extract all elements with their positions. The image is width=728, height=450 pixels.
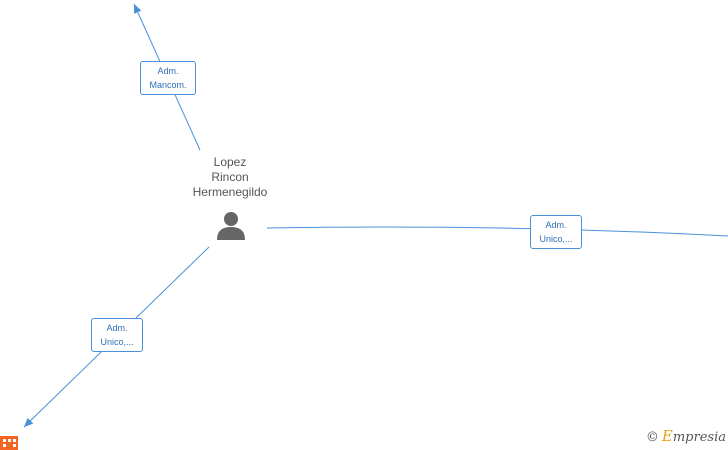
relation-label-mancom[interactable]: Adm. Mancom.	[140, 61, 196, 95]
relation-label-unico-left[interactable]: Adm. Unico,...	[91, 318, 143, 352]
brand-first-letter: E	[661, 427, 673, 445]
relation-label-line-1: Adm.	[106, 323, 128, 333]
relation-label-line-2: Unico,...	[100, 337, 134, 347]
person-name[interactable]: Lopez Rincon Hermenegildo	[170, 155, 290, 200]
relation-label-line-1: Adm.	[157, 66, 179, 76]
relation-label-line-1: Adm.	[545, 220, 567, 230]
relation-label-unico-right[interactable]: Adm. Unico,...	[530, 215, 582, 249]
building-icon[interactable]	[0, 436, 18, 450]
relation-label-line-2: Mancom.	[149, 80, 187, 90]
brand-watermark: ©Empresia	[646, 427, 726, 445]
brand-rest: mpresia	[672, 430, 726, 445]
edge-unico-right	[266, 226, 728, 237]
person-icon[interactable]	[215, 210, 247, 242]
person-name-line-2: Rincon	[211, 170, 249, 184]
brand-name: Empresia	[661, 427, 726, 445]
relation-label-line-2: Unico,...	[539, 234, 573, 244]
person-name-line-1: Lopez	[213, 155, 247, 169]
person-name-line-3: Hermenegildo	[192, 185, 268, 199]
copyright-icon: ©	[645, 430, 659, 445]
